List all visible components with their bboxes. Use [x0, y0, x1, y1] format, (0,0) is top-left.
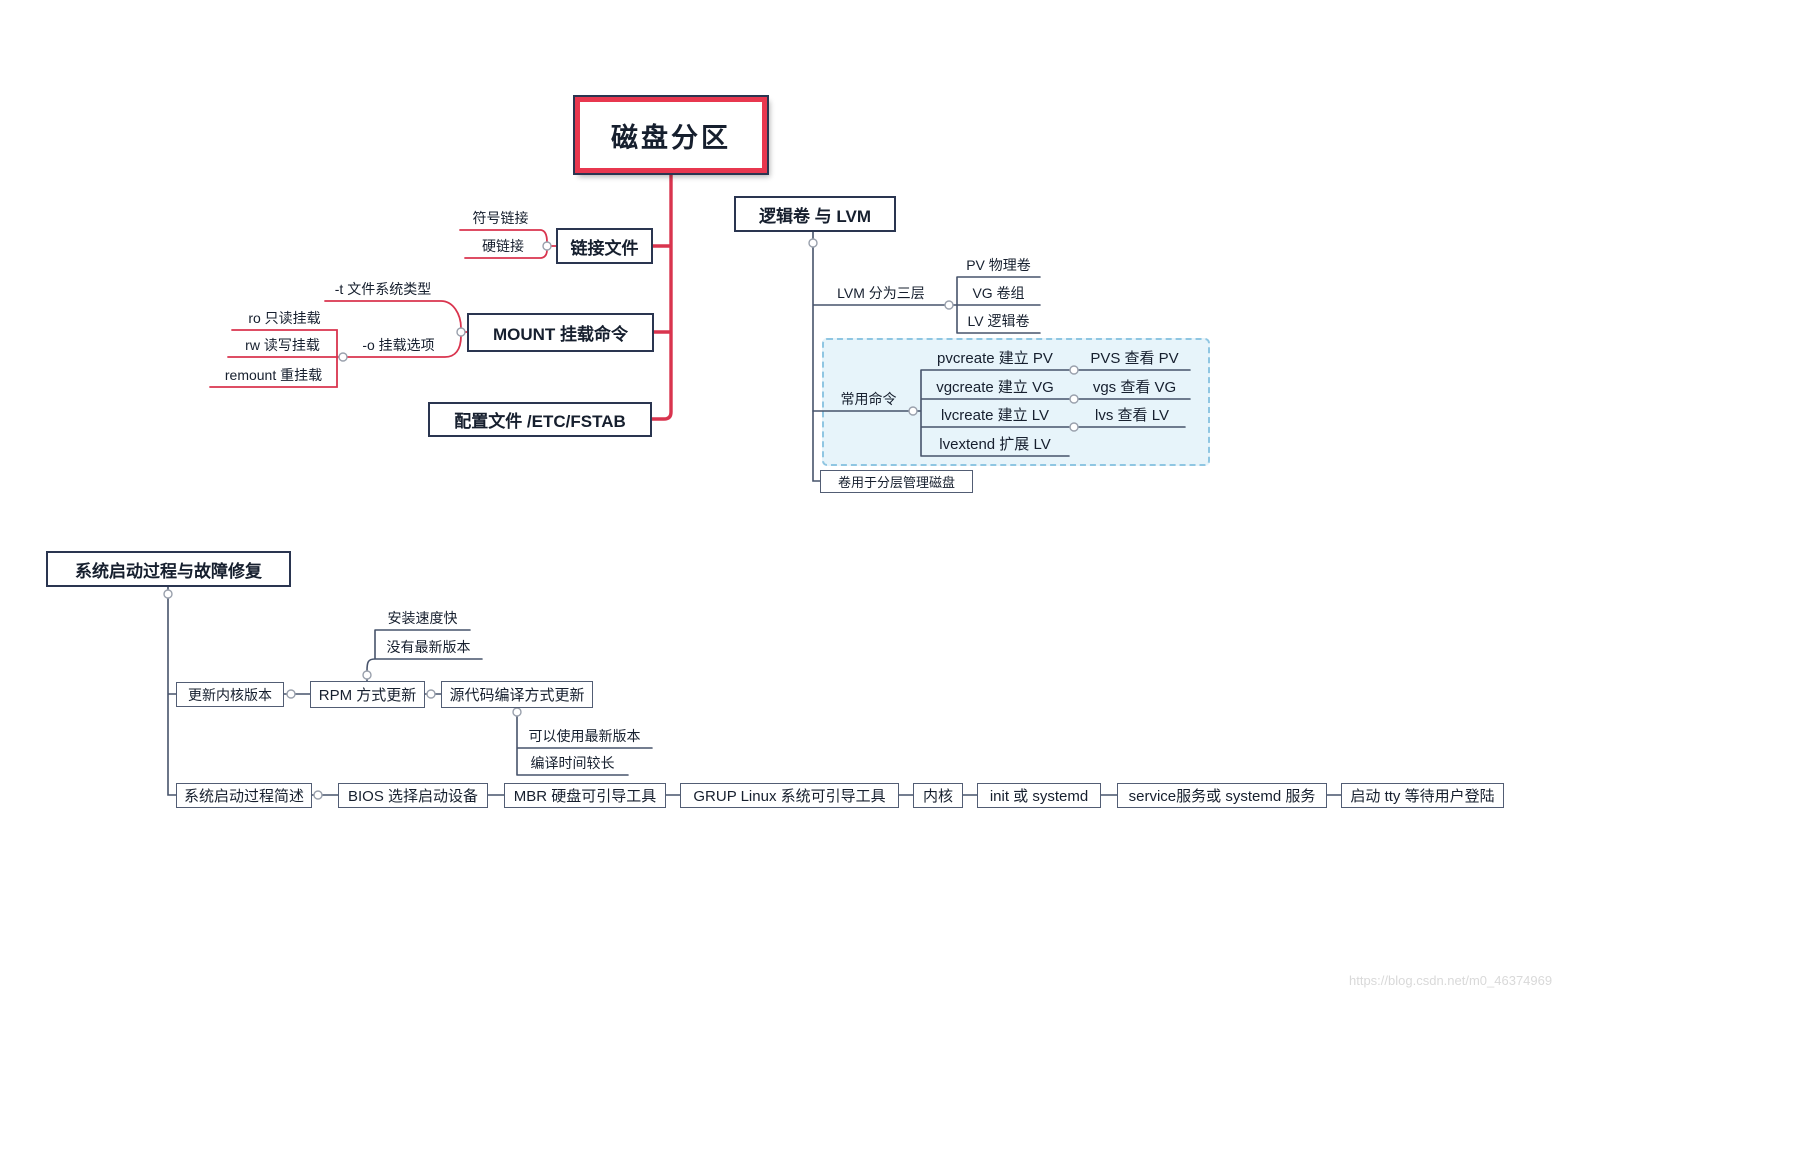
leaf-t-option: -t 文件系统类型	[334, 281, 432, 297]
step-init: init 或 systemd	[977, 783, 1101, 808]
collapse-icon	[338, 352, 348, 362]
leaf-remount: remount 重挂载	[224, 367, 323, 383]
step-tty: 启动 tty 等待用户登陆	[1341, 783, 1504, 808]
collapse-icon	[313, 790, 323, 800]
collapse-icon	[512, 707, 522, 717]
topic-link-file: 链接文件	[556, 228, 653, 264]
collapse-icon	[908, 406, 918, 416]
leaf-lvm-layers: LVM 分为三层	[837, 285, 925, 301]
leaf-common-commands: 常用命令	[840, 391, 897, 407]
collapse-icon	[456, 327, 466, 337]
collapse-icon	[542, 241, 552, 251]
collapse-icon	[163, 589, 173, 599]
leaf-rw: rw 读写挂载	[245, 337, 320, 353]
topic-boot: 系统启动过程与故障修复	[46, 551, 291, 587]
leaf-lvextend: lvextend 扩展 LV	[939, 436, 1051, 453]
box-boot-process: 系统启动过程简述	[176, 783, 312, 808]
step-bios: BIOS 选择启动设备	[338, 783, 488, 808]
leaf-rpm-fast: 安装速度快	[387, 610, 458, 626]
collapse-icon	[944, 300, 954, 310]
leaf-pvs: PVS 查看 PV	[1090, 350, 1179, 367]
leaf-ro: ro 只读挂载	[248, 310, 321, 326]
note-lvm-purpose: 卷用于分层管理磁盘	[820, 470, 973, 493]
leaf-source-latest: 可以使用最新版本	[528, 728, 641, 744]
leaf-vg: VG 卷组	[972, 285, 1025, 301]
leaf-lvcreate: lvcreate 建立 LV	[940, 407, 1050, 424]
topic-lvm: 逻辑卷 与 LVM	[734, 196, 896, 232]
step-service: service服务或 systemd 服务	[1117, 783, 1327, 808]
leaf-hardlink: 硬链接	[482, 238, 524, 254]
box-source-update: 源代码编译方式更新	[441, 681, 593, 708]
watermark: https://blog.csdn.net/m0_46374969	[1349, 973, 1553, 988]
lvm-commands-panel	[822, 338, 1210, 466]
step-grub: GRUP Linux 系统可引导工具	[680, 783, 899, 808]
collapse-icon	[362, 670, 372, 680]
leaf-source-slow: 编译时间较长	[530, 755, 615, 771]
leaf-pvcreate: pvcreate 建立 PV	[937, 350, 1053, 367]
leaf-lv: LV 逻辑卷	[967, 313, 1030, 329]
leaf-vgcreate: vgcreate 建立 VG	[936, 379, 1054, 396]
leaf-o-option: -o 挂载选项	[362, 337, 435, 353]
box-kernel-update: 更新内核版本	[176, 682, 284, 707]
step-mbr: MBR 硬盘可引导工具	[504, 783, 666, 808]
leaf-pv: PV 物理卷	[966, 257, 1031, 273]
leaf-vgs: vgs 查看 VG	[1092, 379, 1177, 396]
collapse-icon	[1069, 422, 1079, 432]
topic-disk-partition: 磁盘分区	[573, 95, 769, 175]
leaf-lvs: lvs 查看 LV	[1095, 407, 1169, 424]
collapse-icon	[1069, 394, 1079, 404]
red-branch-lines	[209, 171, 673, 421]
topic-fstab: 配置文件 /ETC/FSTAB	[428, 402, 652, 437]
collapse-icon	[808, 238, 818, 248]
box-rpm-update: RPM 方式更新	[310, 681, 425, 708]
collapse-icon	[1069, 365, 1079, 375]
dark-branch-lines	[167, 231, 1342, 796]
topic-mount-command: MOUNT 挂载命令	[467, 313, 654, 352]
collapse-icon	[286, 689, 296, 699]
collapse-icon	[426, 689, 436, 699]
step-kernel: 内核	[913, 783, 963, 808]
leaf-rpm-no-latest: 没有最新版本	[386, 639, 471, 655]
leaf-symlink: 符号链接	[472, 210, 529, 226]
collapse-icons	[163, 238, 1079, 800]
